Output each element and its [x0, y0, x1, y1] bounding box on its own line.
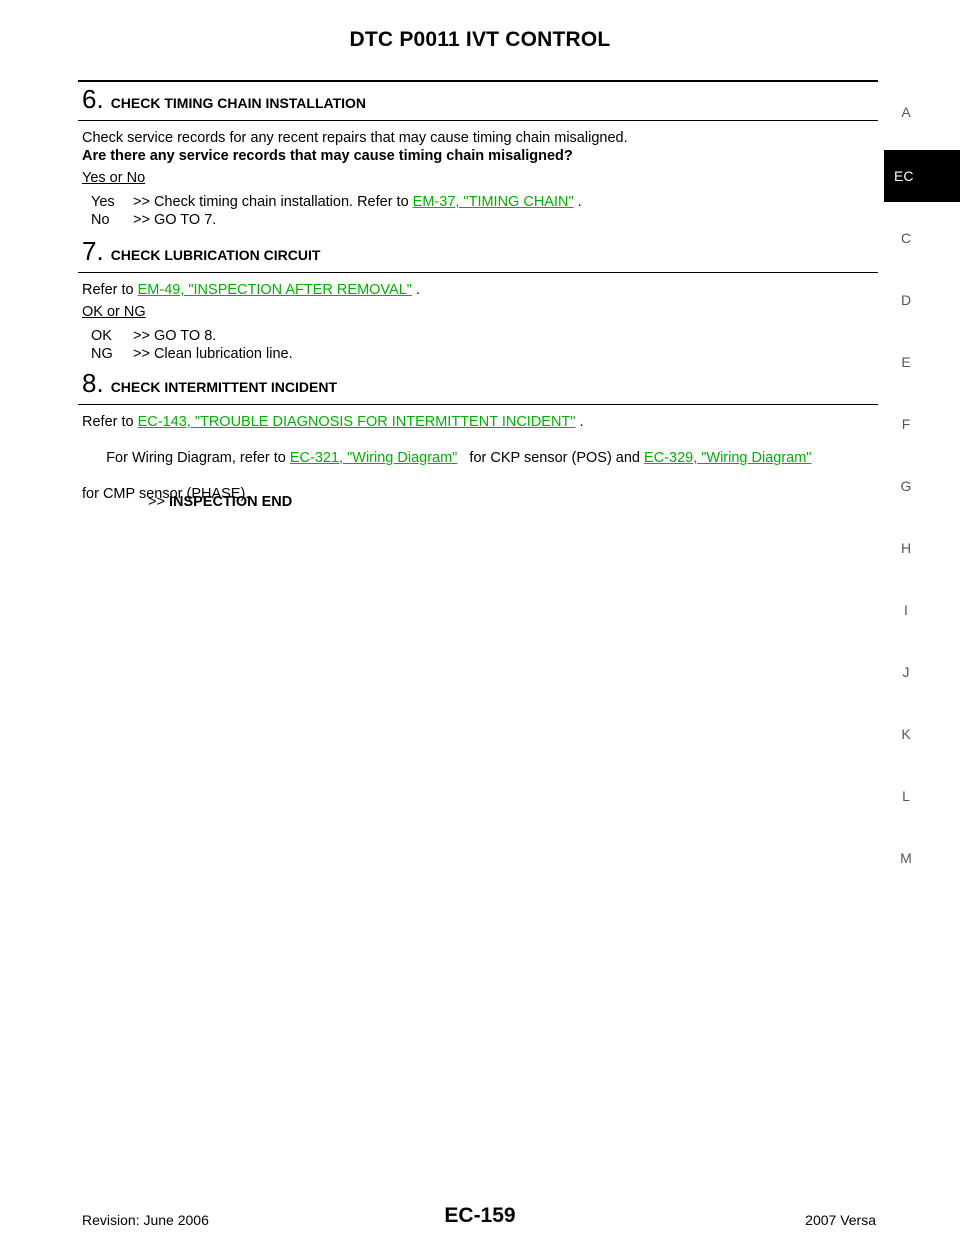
tab-j[interactable]: J [902, 664, 910, 680]
end-prefix: >> [148, 494, 169, 510]
step-title: CHECK LUBRICATION CIRCUIT [110, 247, 321, 263]
tab-c[interactable]: C [900, 230, 912, 246]
tab-a[interactable]: A [901, 104, 911, 120]
page-title: DTC P0011 IVT CONTROL [349, 28, 611, 51]
step-title: CHECK TIMING CHAIN INSTALLATION [110, 95, 367, 111]
step-rule [78, 404, 878, 405]
answer-key: No [91, 212, 110, 228]
end-label: INSPECTION END [168, 494, 293, 510]
step-7-section: 7. CHECK LUBRICATION CIRCUIT Refer to EM… [78, 238, 878, 363]
answer-list: OK >> GO TO 8. NG >> Clean lubrication l… [82, 327, 878, 363]
answer-list: Yes >> Check timing chain installation. … [82, 193, 878, 229]
tab-h[interactable]: H [900, 540, 912, 556]
step-description: Check service records for any recent rep… [82, 130, 628, 146]
tab-l[interactable]: L [902, 788, 910, 804]
step-text: Check service records for any recent rep… [82, 129, 878, 165]
step-number: 6. [82, 84, 104, 114]
step-text: Refer to EC-143, "TROUBLE DIAGNOSIS FOR … [82, 413, 878, 503]
line-middle: for CKP sensor (POS) and [457, 450, 645, 466]
footer-page-number: EC-159 [444, 1204, 516, 1227]
step-number: 8. [82, 368, 104, 398]
answer-row: NG >> Clean lubrication line. [82, 345, 878, 363]
tab-m[interactable]: M [900, 850, 912, 866]
step-text: Refer to EM-49, "INSPECTION AFTER REMOVA… [82, 281, 878, 299]
answer-key: OK [91, 328, 112, 344]
header-rule [78, 80, 878, 82]
step-rule [78, 272, 878, 273]
tab-k[interactable]: K [901, 726, 911, 742]
link-em-37-timing-chain[interactable]: EM-37, "TIMING CHAIN" [412, 194, 574, 210]
footer-revision: Revision: June 2006 [82, 1212, 209, 1228]
answer-text: >> GO TO 8. [133, 328, 217, 344]
choice-label: Yes or No [82, 170, 146, 186]
step-line: For Wiring Diagram, refer to EC-321, "Wi… [82, 431, 878, 485]
step-line: Refer to EC-143, "TROUBLE DIAGNOSIS FOR … [82, 413, 878, 431]
tab-e[interactable]: E [901, 354, 911, 370]
line-suffix: . [575, 414, 584, 430]
step-question: Are there any service records that may c… [82, 148, 573, 164]
tab-ec-active[interactable]: EC [884, 150, 960, 202]
step-prefix: Refer to [82, 282, 138, 298]
link-em-49-inspection-after-removal[interactable]: EM-49, "INSPECTION AFTER REMOVAL" [137, 282, 412, 298]
step-rule [78, 120, 878, 121]
tab-d[interactable]: D [900, 292, 912, 308]
answer-row: Yes >> Check timing chain installation. … [82, 193, 878, 211]
answer-row: OK >> GO TO 8. [82, 327, 878, 345]
choice-label: OK or NG [82, 304, 146, 320]
answer-row: No >> GO TO 7. [82, 211, 878, 229]
answer-suffix: . [573, 194, 582, 210]
tab-g[interactable]: G [900, 478, 912, 494]
answer-text: >> Check timing chain installation. Refe… [133, 193, 582, 211]
step-7-heading: 7. CHECK LUBRICATION CIRCUIT [82, 238, 878, 268]
line-prefix: For Wiring Diagram, refer to [106, 450, 290, 466]
answer-key: Yes [91, 194, 115, 210]
step-6-section: 6. CHECK TIMING CHAIN INSTALLATION Check… [78, 86, 878, 229]
footer-model: 2007 Versa [805, 1212, 876, 1228]
step-number: 7. [82, 236, 104, 266]
line-prefix: Refer to [82, 414, 138, 430]
step-line: for CMP sensor (PHASE). [82, 486, 250, 502]
answer-prefix: >> Check timing chain installation. Refe… [133, 194, 413, 210]
tab-i[interactable]: I [904, 602, 908, 618]
link-ec-329-wiring-diagram[interactable]: EC-329, "Wiring Diagram" [644, 450, 812, 466]
step-title: CHECK INTERMITTENT INCIDENT [110, 379, 338, 395]
link-ec-143-trouble-diagnosis[interactable]: EC-143, "TROUBLE DIAGNOSIS FOR INTERMITT… [137, 414, 576, 430]
inspection-end: >> INSPECTION END [148, 494, 292, 510]
step-6-heading: 6. CHECK TIMING CHAIN INSTALLATION [82, 86, 878, 116]
answer-text: >> Clean lubrication line. [133, 346, 293, 362]
answer-text: >> GO TO 7. [133, 212, 217, 228]
link-ec-321-wiring-diagram[interactable]: EC-321, "Wiring Diagram" [289, 450, 458, 466]
step-8-heading: 8. CHECK INTERMITTENT INCIDENT [82, 370, 878, 400]
step-8-section: 8. CHECK INTERMITTENT INCIDENT Refer to … [78, 370, 878, 503]
tab-f[interactable]: F [901, 416, 911, 432]
answer-key: NG [91, 346, 113, 362]
step-suffix: . [411, 282, 420, 298]
